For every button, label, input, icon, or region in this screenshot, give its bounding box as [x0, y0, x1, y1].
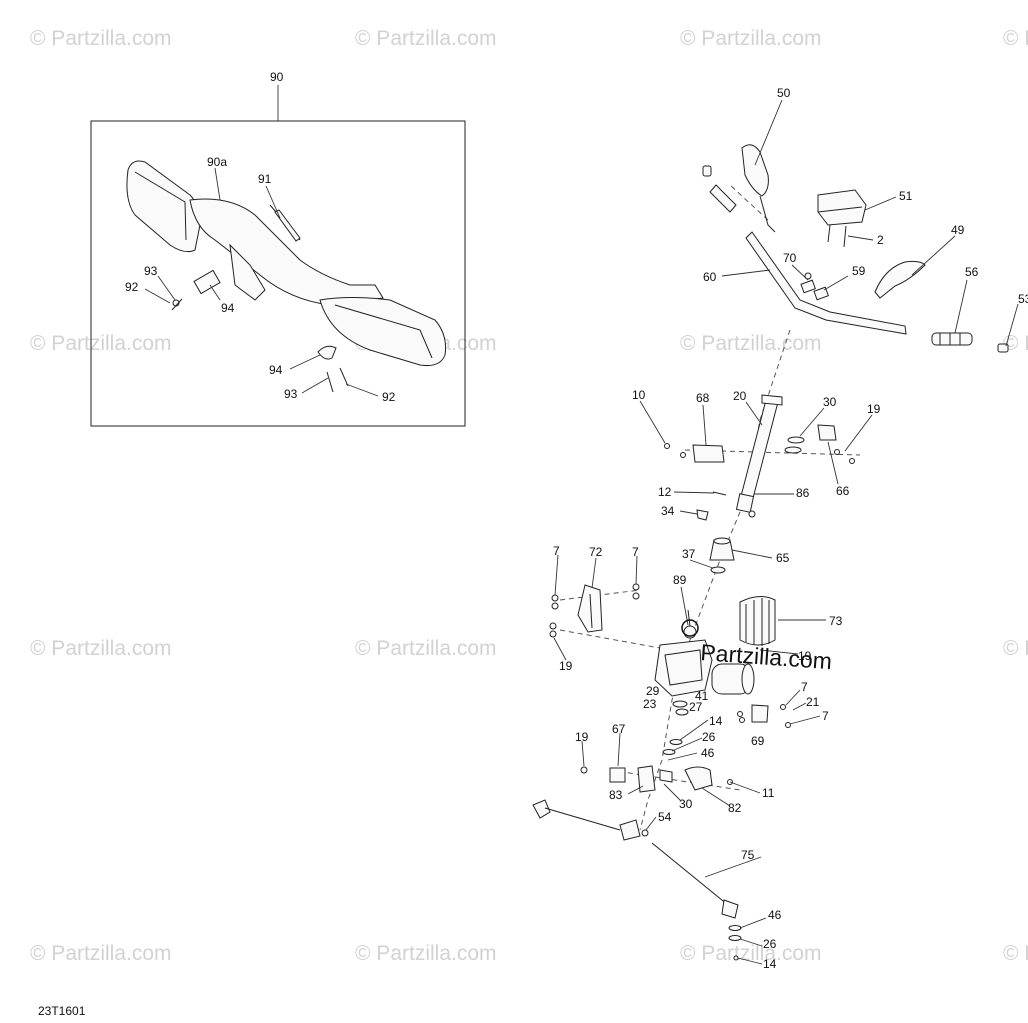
callout-90a: 90a [207, 155, 227, 169]
callout-19: 19 [798, 649, 812, 663]
callout-19: 19 [575, 730, 589, 744]
callout-29: 29 [646, 684, 660, 698]
handguard-kit-inset: 90 90a 91 93 [90, 70, 466, 427]
watermark: © Partzilla.com [355, 637, 497, 660]
callout-72: 72 [589, 545, 603, 559]
callout-19: 19 [867, 402, 881, 416]
watermark: © Partzilla.com [680, 332, 822, 355]
callout-54: 54 [658, 810, 672, 824]
copyright-icon [681, 619, 699, 637]
callout-93: 93 [284, 387, 298, 401]
watermark: © Partzilla.com [355, 27, 497, 50]
tie-rod-icon [532, 799, 649, 841]
bar-end-icon [702, 165, 737, 213]
power-steering-unit-icon [654, 609, 755, 697]
callout-65: 65 [776, 551, 790, 565]
callout-83: 83 [609, 788, 623, 802]
callout-19: 19 [559, 659, 573, 673]
callout-49: 49 [951, 223, 965, 237]
callout-56: 56 [965, 265, 979, 279]
watermark: © Partzilla.com [30, 637, 172, 660]
steering-assembly: 50 51 2 49 70 59 60 56 53 10 68 20 30 19… [532, 86, 1028, 971]
coupler-icon [709, 537, 735, 574]
callout-86: 86 [796, 486, 810, 500]
callout-10: 10 [632, 388, 646, 402]
callout-91: 91 [258, 172, 272, 186]
callout-73: 73 [829, 614, 843, 628]
callout-26: 26 [702, 730, 716, 744]
watermark: © Partzilla.com [1003, 27, 1028, 50]
watermark: © Partzilla.com [355, 942, 497, 965]
tie-rod-icon [651, 842, 742, 961]
callout-60: 60 [703, 270, 717, 284]
handlebar-icon [745, 231, 907, 335]
callout-7: 7 [822, 709, 829, 723]
callout-89: 89 [673, 573, 687, 587]
callout-23: 23 [643, 697, 657, 711]
hand-shield-icon [741, 144, 776, 233]
callout-90: 90 [270, 70, 284, 84]
callout-93: 93 [144, 264, 158, 278]
steering-column-icon [735, 394, 783, 518]
callout-21: 21 [806, 695, 820, 709]
callout-66: 66 [836, 484, 850, 498]
callout-68: 68 [696, 391, 710, 405]
handguard-assembly-icon [126, 160, 446, 393]
callout-70: 70 [783, 251, 797, 265]
callout-2: 2 [877, 233, 884, 247]
callout-37: 37 [682, 547, 696, 561]
callout-26: 26 [763, 937, 777, 951]
mount-bracket-icon [549, 583, 640, 638]
callout-11: 11 [762, 786, 775, 800]
watermark-layer: © Partzilla.com © Partzilla.com © Partzi… [30, 27, 1028, 965]
callout-7: 7 [553, 544, 560, 558]
callout-94: 94 [269, 363, 283, 377]
callout-14: 14 [709, 714, 723, 728]
callout-46: 46 [768, 908, 782, 922]
callout-46: 46 [701, 746, 715, 760]
callout-34: 34 [661, 504, 675, 518]
callout-7: 7 [801, 680, 808, 694]
watermark: © Partzilla.com [1003, 332, 1028, 355]
callout-20: 20 [733, 389, 747, 403]
callout-30: 30 [679, 797, 693, 811]
callout-53: 53 [1018, 292, 1028, 306]
callout-14: 14 [763, 957, 777, 971]
watermark: © Partzilla.com [680, 27, 822, 50]
watermark: © Partzilla.com [680, 942, 822, 965]
callout-67: 67 [612, 722, 626, 736]
callout-75: 75 [741, 848, 755, 862]
callout-59: 59 [852, 264, 866, 278]
watermark: © Partzilla.com [30, 27, 172, 50]
callout-12: 12 [658, 485, 672, 499]
diagram-code: 23T1601 [38, 1004, 86, 1018]
callout-51: 51 [899, 189, 913, 203]
callout-94: 94 [221, 301, 235, 315]
watermark: © Partzilla.com [1003, 637, 1028, 660]
watermark: © Partzilla.com [30, 942, 172, 965]
watermark: © Partzilla.com [30, 332, 172, 355]
callout-41: 41 [695, 689, 709, 703]
watermark: © Partzilla.com [1003, 942, 1028, 965]
callout-82: 82 [728, 801, 742, 815]
callout-30: 30 [823, 395, 837, 409]
callout-27: 27 [689, 700, 703, 714]
handlebar-pad-icon [817, 189, 867, 226]
callout-50: 50 [777, 86, 791, 100]
callout-69: 69 [751, 734, 765, 748]
callout-92: 92 [125, 280, 139, 294]
callout-7: 7 [632, 545, 639, 559]
callout-92: 92 [382, 390, 396, 404]
grip-icon [931, 332, 973, 346]
